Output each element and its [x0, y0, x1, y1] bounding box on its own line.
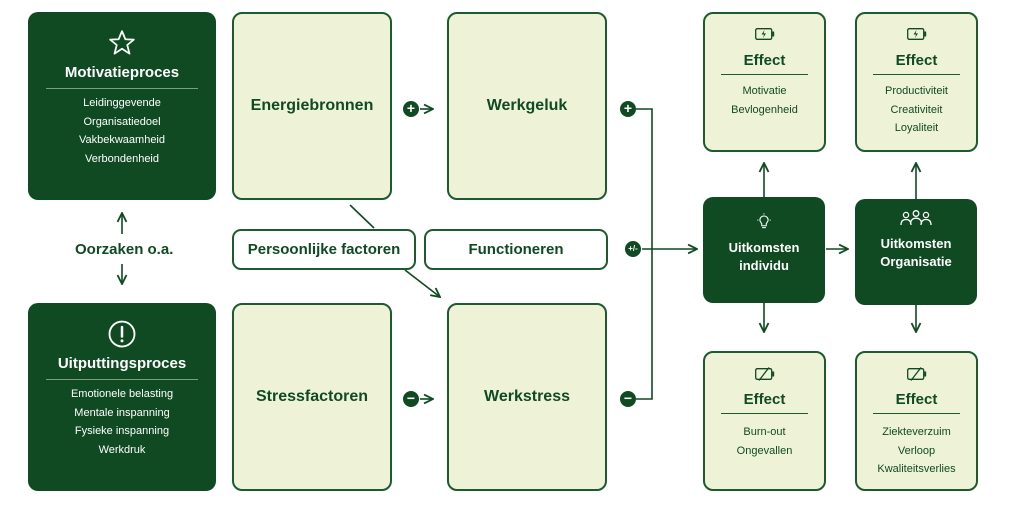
list-item: Mentale inspanning [74, 406, 170, 419]
list-item: Fysieke inspanning [74, 425, 170, 437]
outcome-individual-box: Uitkomsten individu [703, 197, 825, 303]
effect-individual-positive-box: Effect Motivatie Bevlogenheid [703, 12, 826, 152]
exhaustion-divider [46, 379, 198, 380]
effect-title: Effect [895, 391, 938, 408]
plus-sign-happiness: + [620, 101, 636, 117]
list-item: Burn-out [743, 426, 786, 438]
effect-divider [873, 74, 960, 75]
line-energy-to-personal [349, 204, 375, 229]
minus-sign-stress: − [403, 391, 419, 407]
effect-divider [873, 413, 960, 414]
minus-sign-workstress: − [620, 391, 636, 407]
battery-charging-icon [754, 28, 774, 40]
motivation-process-box: Motivatieproces Leidinggevende Organisat… [28, 12, 216, 200]
exhaustion-list: Emotionele belasting Mentale inspanning … [28, 385, 216, 459]
list-item: Verloop [897, 444, 936, 457]
exhaustion-title: Uitputtingsproces [57, 355, 187, 372]
motivation-list: Leidinggevende Organisatiedoel Vakbekwaa… [28, 94, 216, 168]
stress-factors-box: Stressfactoren [232, 303, 392, 491]
functioning-pill: Functioneren [424, 229, 608, 270]
lightbulb-icon [757, 213, 771, 229]
list-item: Loyaliteit [894, 122, 939, 134]
work-stress-box: Werkstress [447, 303, 607, 491]
outcome-organisation-box: Uitkomsten Organisatie [855, 199, 977, 305]
outcome-organisation-title: Uitkomsten Organisatie [880, 236, 952, 269]
plus-minus-sign: +/- [625, 241, 641, 257]
outcome-individual-title: Uitkomsten individu [728, 240, 800, 273]
list-item: Vakbekwaamheid [78, 134, 165, 146]
causes-label: Oorzaken o.a. [75, 241, 174, 258]
plus-sign-energy: + [403, 101, 419, 117]
effect-title: Effect [743, 391, 786, 408]
people-icon [900, 210, 932, 226]
list-item: Ziekteverzuim [882, 426, 951, 438]
exhaustion-process-box: Uitputtingsproces Emotionele belasting M… [28, 303, 216, 491]
exclamation-circle-icon [108, 320, 136, 348]
effect-title: Effect [895, 52, 938, 69]
list-item: Leidinggevende [83, 97, 161, 109]
effect-list: Motivatie Bevlogenheid [705, 82, 824, 119]
list-item: Kwaliteitsverlies [877, 463, 956, 475]
star-icon [109, 30, 135, 55]
motivation-title: Motivatieproces [64, 64, 180, 81]
list-item: Emotionele belasting [70, 388, 174, 400]
list-item: Productiviteit [885, 85, 948, 97]
work-happiness-box: Werkgeluk [447, 12, 607, 200]
list-item: Motivatie [742, 85, 787, 97]
list-item: Verbondenheid [84, 152, 159, 165]
effect-organisation-positive-box: Effect Productiviteit Creativiteit Loyal… [855, 12, 978, 152]
effect-list: Productiviteit Creativiteit Loyaliteit [857, 82, 976, 138]
arrow-personal-to-workstress [404, 269, 440, 297]
motivation-divider [46, 88, 198, 89]
list-item: Organisatiedoel [83, 115, 161, 128]
list-item: Werkdruk [98, 443, 146, 456]
list-item: Bevlogenheid [731, 103, 798, 116]
effect-divider [721, 413, 808, 414]
list-item: Ongevallen [736, 444, 793, 457]
personal-factors-pill: Persoonlijke factoren [232, 229, 416, 270]
effect-organisation-negative-box: Effect Ziekteverzuim Verloop Kwaliteitsv… [855, 351, 978, 491]
battery-empty-icon [754, 367, 774, 381]
effect-divider [721, 74, 808, 75]
effect-list: Burn-out Ongevallen [705, 423, 824, 460]
list-item: Creativiteit [890, 103, 943, 116]
bracket-happiness [636, 108, 653, 400]
effect-list: Ziekteverzuim Verloop Kwaliteitsverlies [857, 423, 976, 479]
battery-charging-icon [906, 28, 926, 40]
effect-individual-negative-box: Effect Burn-out Ongevallen [703, 351, 826, 491]
battery-empty-icon [906, 367, 926, 381]
effect-title: Effect [743, 52, 786, 69]
energy-sources-box: Energiebronnen [232, 12, 392, 200]
